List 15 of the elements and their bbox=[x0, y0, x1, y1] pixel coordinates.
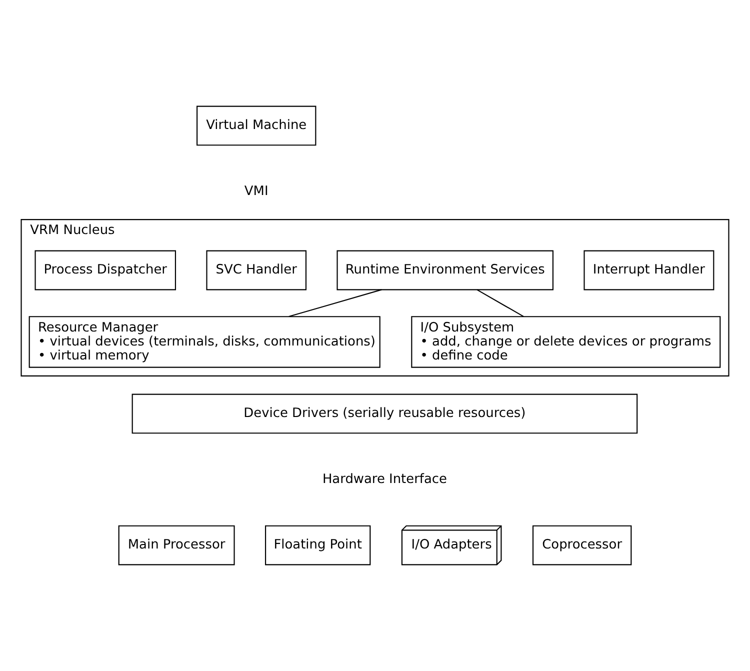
label: VMI bbox=[244, 184, 268, 199]
node-box: Resource Manager • virtual devices (terminals, disks, communications) • virtual memory bbox=[28, 316, 380, 368]
label: Hardware Interface bbox=[322, 472, 447, 487]
node-box: Device Drivers (serially reusable resources) bbox=[132, 394, 638, 434]
node-box: Main Processor bbox=[118, 525, 235, 566]
node-box: Runtime Environment Services bbox=[336, 250, 554, 290]
node-box: Floating Point bbox=[264, 525, 371, 566]
node-box: Virtual Machine bbox=[196, 106, 316, 146]
connector bbox=[288, 289, 382, 318]
node-box: SVC Handler bbox=[206, 250, 307, 290]
node-box: Process Dispatcher bbox=[34, 250, 176, 290]
node-box: Interrupt Handler bbox=[584, 250, 714, 290]
node-box: I/O Subsystem • add, change or delete devices or programs • define code bbox=[411, 316, 721, 368]
connector bbox=[476, 289, 524, 318]
node-box: Coprocessor bbox=[532, 525, 632, 566]
